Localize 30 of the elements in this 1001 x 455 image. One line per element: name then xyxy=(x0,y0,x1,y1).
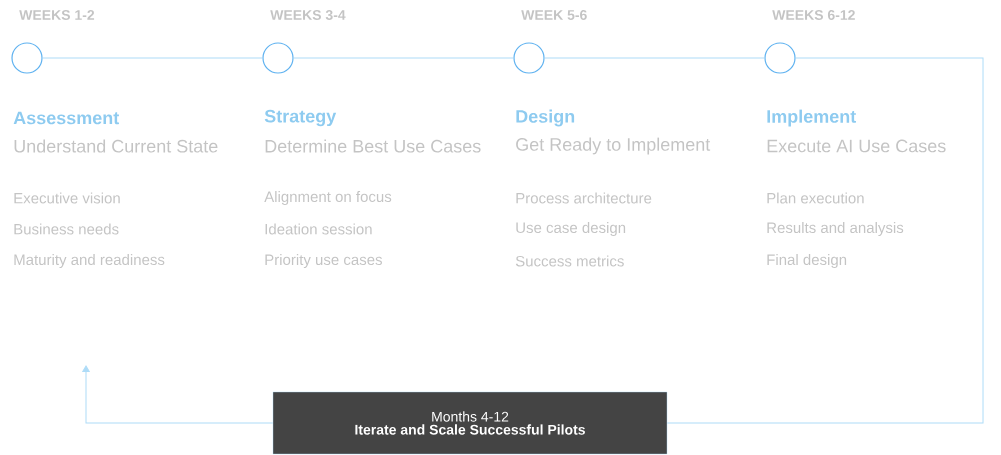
connector-line xyxy=(82,365,274,424)
activity-item: Plan execution xyxy=(767,192,864,204)
connector-line xyxy=(666,57,984,424)
activity-item: Ideation session xyxy=(265,223,372,235)
week-label: WEEKS 6-12 xyxy=(772,10,855,20)
timeline-circle xyxy=(513,42,545,74)
timeline-circle xyxy=(262,42,294,74)
phase-subtitle: Get Ready to Implement xyxy=(516,137,711,155)
week-label: WEEK 5-6 xyxy=(521,10,587,20)
week-label: WEEKS 3-4 xyxy=(270,10,346,20)
phase-box: Months 4-12 Iterate and Scale Successful Pilots xyxy=(272,391,668,455)
activity-item: Priority use cases xyxy=(265,254,382,268)
connector-line xyxy=(293,57,514,59)
connector-line xyxy=(42,57,263,59)
phase-subtitle: Determine Best Use Cases xyxy=(265,139,481,153)
activity-item: Success metrics xyxy=(515,255,624,267)
activity-item: Executive vision xyxy=(14,192,120,204)
activity-item: Final design xyxy=(767,254,847,268)
activity-item: Results and analysis xyxy=(767,222,904,236)
activity-item: Use case design xyxy=(516,222,626,236)
activity-item: Process architecture xyxy=(516,192,652,204)
activity-item: Alignment on focus xyxy=(264,191,392,205)
timeline-circle xyxy=(764,42,796,74)
activity-item: Maturity and readiness xyxy=(14,254,165,268)
week-label: WEEKS 1-2 xyxy=(19,10,95,20)
phase-subtitle: Understand Current State xyxy=(14,139,218,153)
timeline-circle xyxy=(11,42,43,74)
connector-line xyxy=(544,57,765,59)
phase-subtitle: Execute AI Use Cases xyxy=(767,139,946,153)
activity-item: Business needs xyxy=(14,223,119,235)
